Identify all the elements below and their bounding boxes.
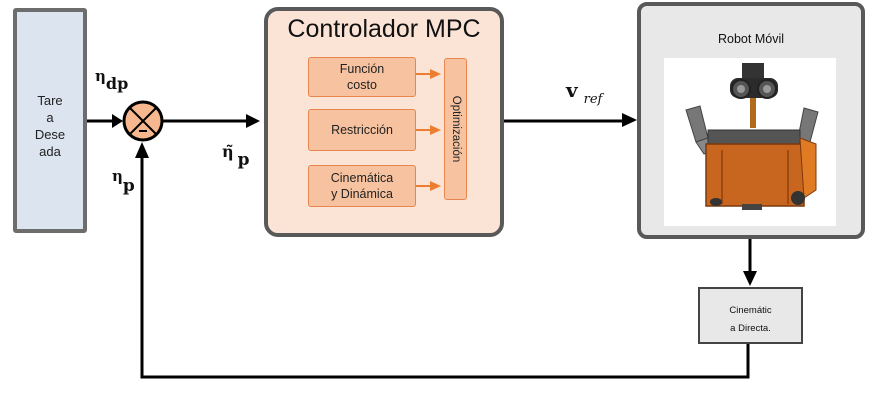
funcion-costo-block: Función costo <box>308 57 416 97</box>
arrowhead-tarea-to-sum <box>112 114 123 128</box>
v-ref-subscript: ref <box>583 92 603 107</box>
cinematica-dinamica-block: Cinemática y Dinámica <box>308 165 416 207</box>
eta-p-symbol: η <box>112 167 123 185</box>
tarea-deseada-block: Tare a Dese ada <box>13 8 87 233</box>
robot-image <box>664 58 836 226</box>
eta-tilde-subscript: p <box>237 150 250 170</box>
robot-title: Robot Móvil <box>718 32 784 46</box>
mpc-title: Controlador MPC <box>287 15 481 43</box>
cinematica-directa-label: Cinemátic a Directa. <box>729 305 772 334</box>
eta-tilde-symbol: η̃ <box>222 142 234 161</box>
arrowhead-restriccion <box>430 125 441 135</box>
feedback-line <box>140 156 750 379</box>
eta-dp-subscript: dp <box>105 74 129 93</box>
eta-dp-label: ηdp <box>95 66 128 93</box>
tarea-deseada-label: Tare a Dese ada <box>34 93 66 159</box>
arrowhead-robot-to-cinematica <box>743 271 757 286</box>
arrowhead-feedback <box>135 142 149 158</box>
eta-dp-symbol: η <box>95 67 106 85</box>
v-symbol: v <box>566 78 578 102</box>
arrowhead-mpc-to-robot <box>622 113 637 127</box>
robot-movil-block: Robot Móvil <box>637 2 865 239</box>
arrowhead-cinematica <box>430 181 441 191</box>
robot-illustration <box>685 63 819 210</box>
arrowhead-funcion-costo <box>430 69 441 79</box>
eta-p-label: ηp <box>112 166 135 196</box>
optimizacion-block: Optimización <box>444 58 467 200</box>
summing-junction <box>122 100 164 142</box>
restriccion-block: Restricción <box>308 109 416 151</box>
eta-p-subscript: p <box>122 176 135 196</box>
arrowhead-sum-to-mpc <box>246 114 260 128</box>
cinematica-directa-block: Cinemátic a Directa. <box>698 287 803 344</box>
eta-tilde-label: η̃p <box>222 142 250 170</box>
